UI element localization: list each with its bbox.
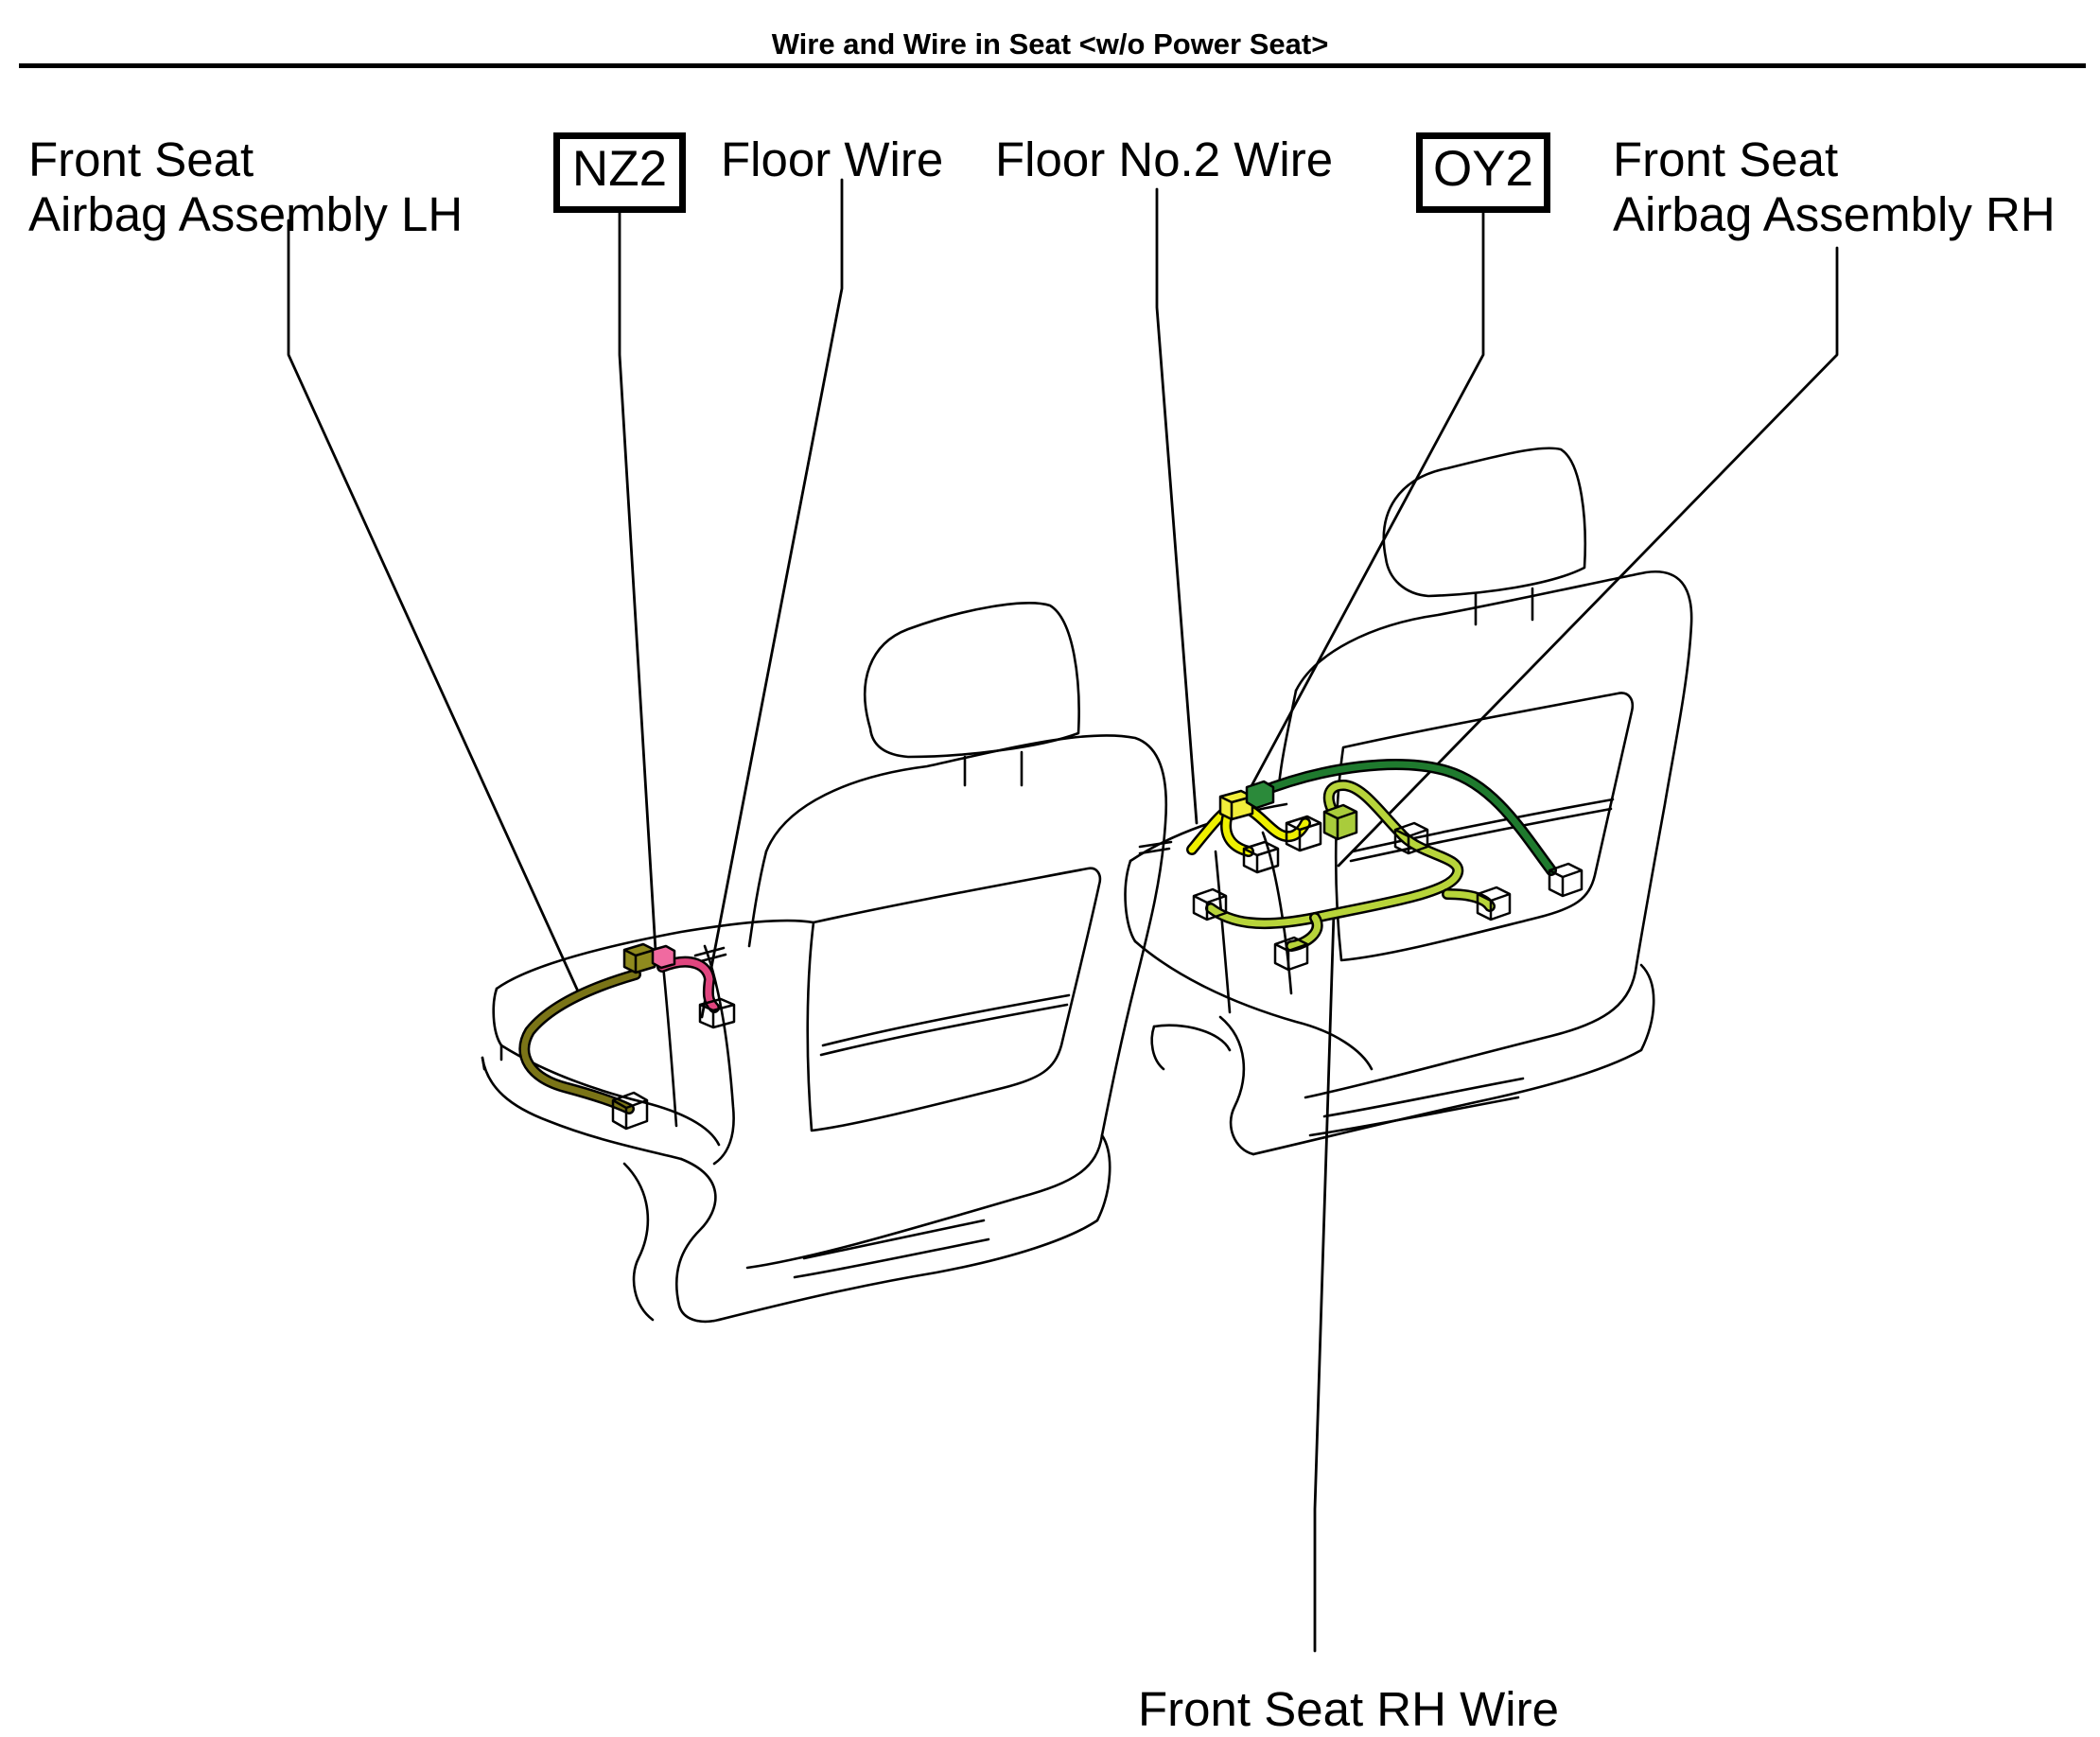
right-seat-outline [693,447,1693,1156]
leader-front-seat-rh [1313,911,1336,1653]
connector-floor-no2-b [1285,815,1322,852]
left-seat-headrest [863,602,1080,759]
leader-floor-no2 [1155,187,1199,825]
connector-nz2 [622,942,656,974]
wire-harnesses [518,759,1557,1114]
leader-lines [287,178,1839,1653]
label-front-seat-airbag-rh: Front Seat Airbag Assembly RH [1613,132,2056,242]
title-rule [19,63,2086,68]
label-front-seat-airbag-lh-line2: Airbag Assembly LH [28,187,464,241]
connector-rh-a [1322,803,1358,841]
connector-rh-e [1476,886,1512,921]
left-seat-outline [481,602,1168,1324]
connector-airbag-lh [611,1091,649,1131]
code-box-oy2: OY2 [1416,132,1550,213]
label-front-seat-airbag-lh-line1: Front Seat [28,132,254,186]
leader-airbag-rh [1337,246,1839,868]
leader-oy2 [1245,209,1485,797]
page-title: Wire and Wire in Seat <w/o Power Seat> [771,27,1329,61]
connector-rh-b [1393,821,1429,855]
connector-nz2-mate [651,944,676,970]
code-box-nz2: NZ2 [553,132,686,213]
code-nz2: NZ2 [571,141,668,197]
connector-airbag-rh [1548,862,1584,898]
label-floor-wire: Floor Wire [721,132,944,186]
connector-rh-c [1192,887,1228,921]
connector-rh-d [1273,936,1309,972]
label-front-seat-airbag-rh-line1: Front Seat [1613,132,1839,186]
connector-floor-no2-c [1242,840,1280,874]
leader-airbag-lh [287,219,581,995]
label-floor-no2-wire: Floor No.2 Wire [995,132,1334,186]
connector-floor-wire [698,997,736,1029]
connectors [611,780,1584,1131]
leader-nz2 [618,209,657,953]
connector-oy2 [1245,780,1275,810]
left-seat-cushion [495,919,815,991]
leader-floor-wire [700,178,844,1019]
label-front-seat-airbag-lh: Front Seat Airbag Assembly LH [28,132,463,242]
left-seat-back [745,734,1168,1270]
label-front-seat-rh-wire: Front Seat RH Wire [1138,1682,1559,1736]
code-oy2: OY2 [1432,141,1534,197]
label-front-seat-airbag-rh-line2: Airbag Assembly RH [1613,187,2056,241]
right-seat-back [1294,570,1693,1099]
right-seat-headrest [1382,447,1587,598]
